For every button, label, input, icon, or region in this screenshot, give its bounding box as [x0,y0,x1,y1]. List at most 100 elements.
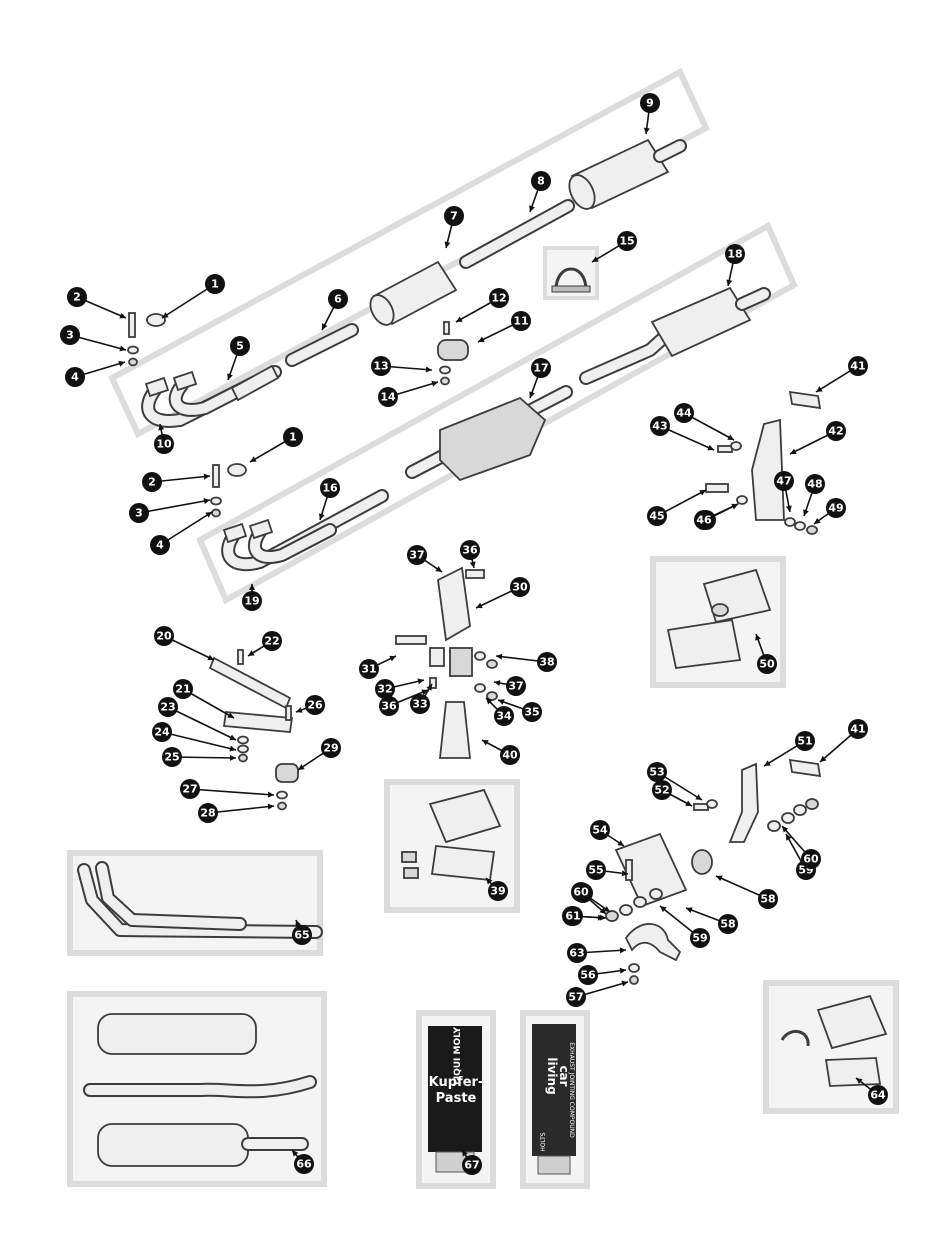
leader-arrow-14 [431,380,438,387]
leader-arrow-64 [856,1078,863,1085]
mount-30-40 [395,566,498,759]
callout-1: 1 [283,427,303,447]
callout-61: 61 [563,906,583,926]
callout-41: 41 [848,719,868,739]
bracket-50-62 [605,758,822,985]
leader-arrow-13 [425,366,432,373]
callout-60: 60 [801,849,821,869]
callout-15: 15 [617,231,637,251]
leader-arrow-11 [478,336,485,343]
leader-arrow-2 [203,473,210,480]
callout-number-41: 41 [850,360,865,373]
callout-39: 39 [488,881,508,901]
callout-number-9: 9 [646,97,654,110]
leader-arrow-41 [820,755,827,762]
leader-arrow-39 [486,878,493,885]
callout-25: 25 [162,747,182,767]
leader-arrow-59 [660,906,667,913]
leader-arrow-1 [162,312,169,318]
callout-number-26: 26 [307,699,323,712]
leader-arrow-25 [229,754,236,761]
leader-arrow-42 [790,448,797,454]
paste-brand: LIQUI MOLY [453,1027,463,1085]
callout-number-24: 24 [154,726,170,739]
leader-arrow-47 [785,505,792,512]
callout-number-5: 5 [236,340,244,353]
callout-number-37: 37 [409,549,424,562]
callout-50: 50 [757,654,777,674]
callout-number-8: 8 [537,175,545,188]
callout-number-31: 31 [361,663,376,676]
callout-6: 6 [328,289,348,309]
leader-line-27 [189,788,275,796]
callout-3: 3 [129,503,149,523]
callout-number-45: 45 [649,510,664,523]
leader-arrow-65 [295,920,302,927]
callout-33: 33 [410,694,430,714]
callout-number-10: 10 [156,438,172,451]
leader-line-23 [167,706,237,741]
callout-9: 9 [640,93,660,113]
leader-arrow-61 [603,906,610,912]
leader-arrow-26 [296,707,303,713]
callout-number-54: 54 [592,824,608,837]
callout-4: 4 [65,367,85,387]
callout-number-37: 37 [508,680,523,693]
callout-31: 31 [359,659,379,679]
callout-27: 27 [180,779,200,799]
leader-arrow-3 [203,498,210,505]
leader-arrow-40 [482,740,489,746]
callout-number-13: 13 [373,360,388,373]
callout-number-59: 59 [692,932,707,945]
callout-22: 22 [262,631,282,651]
photo-box-39 [384,779,520,913]
leader-arrow-29 [298,764,305,770]
exhaust-system-2-frame [196,221,798,605]
leader-arrow-67 [462,1150,468,1157]
leader-arrow-5 [227,373,233,380]
callout-number-33: 33 [412,698,427,711]
callout-number-25: 25 [164,751,179,764]
callout-2: 2 [67,287,87,307]
leader-line-28 [207,805,275,814]
callout-58: 58 [718,914,738,934]
callout-57: 57 [566,987,586,1007]
callout-number-15: 15 [619,235,634,248]
leader-arrow-3 [119,345,126,352]
callout-10: 10 [154,434,174,454]
leader-arrow-43 [707,444,714,451]
callout-8: 8 [531,171,551,191]
callout-number-32: 32 [377,683,392,696]
leader-arrow-54 [617,840,624,846]
system-2-parts [221,286,771,572]
callout-23: 23 [158,697,178,717]
callout-number-43: 43 [652,420,667,433]
callout-53: 53 [647,762,667,782]
callout-number-58: 58 [720,918,735,931]
callout-number-1: 1 [289,431,297,444]
leader-arrow-48 [803,509,809,516]
callout-number-4: 4 [156,539,164,552]
leader-arrow-8 [529,205,535,212]
callout-29: 29 [321,738,341,758]
leader-arrow-53 [695,794,702,800]
callout-38: 38 [537,652,557,672]
leader-line-4 [159,511,213,546]
callout-number-49: 49 [828,502,843,515]
callout-number-23: 23 [160,701,175,714]
callout-number-28: 28 [200,807,215,820]
callout-36: 36 [460,540,480,560]
callout-5: 5 [230,336,250,356]
leader-arrow-49 [814,518,821,524]
callout-46: 46 [694,510,714,530]
leader-arrow-51 [764,760,771,766]
leader-line-3 [138,499,211,514]
leader-arrow-52 [685,800,692,806]
callout-number-61: 61 [565,910,580,923]
callout-number-30: 30 [512,581,528,594]
photo-box-64 [67,850,323,956]
leader-arrow-60 [599,907,606,914]
callout-number-35: 35 [524,706,539,719]
leader-arrow-10 [158,424,165,431]
callout-30: 30 [510,577,530,597]
